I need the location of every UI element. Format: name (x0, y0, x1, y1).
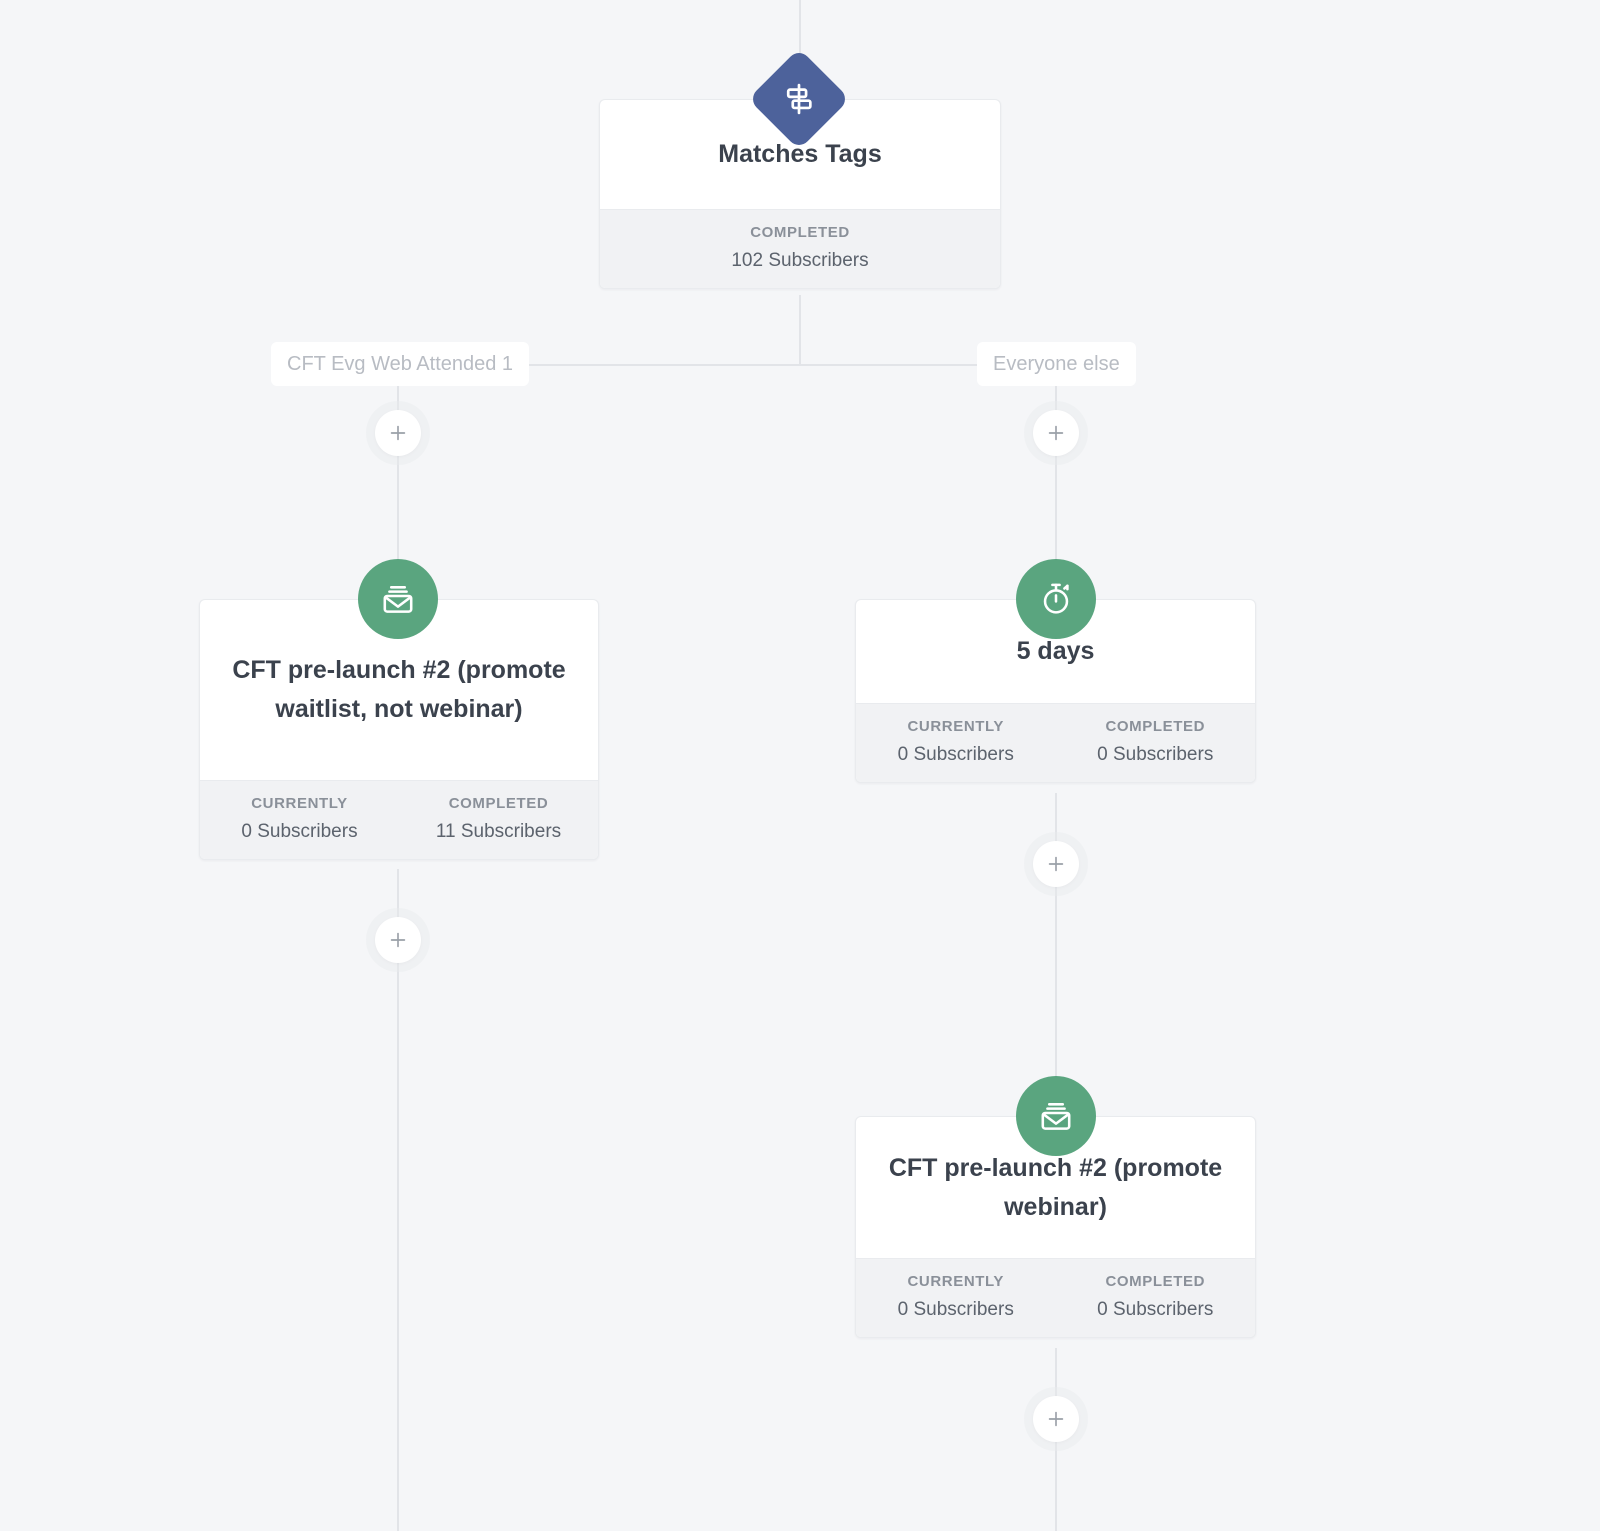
stat-completed: COMPLETED 0 Subscribers (1056, 1273, 1256, 1321)
stat-value: 0 Subscribers (241, 821, 358, 842)
add-step-right-bottom-button[interactable] (1033, 1396, 1079, 1442)
stat-completed: COMPLETED 102 Subscribers (600, 224, 1000, 272)
stat-label: CURRENTLY (907, 1273, 1005, 1290)
node-cft-prelaunch-2-waitlist[interactable]: CFT pre-launch #2 (promote waitlist, not… (199, 599, 599, 860)
node-title: CFT pre-launch #2 (promote webinar) (888, 1153, 1223, 1221)
branch-label-left[interactable]: CFT Evg Web Attended 1 (271, 342, 530, 386)
stat-label: COMPLETED (1105, 718, 1206, 735)
stat-value: 0 Subscribers (897, 1299, 1014, 1320)
connector-branch-split (397, 364, 1056, 366)
add-step-right-top-button[interactable] (1033, 410, 1079, 456)
email-outbox-icon (358, 559, 438, 639)
add-step-left-bottom-button[interactable] (375, 917, 421, 963)
stat-completed: COMPLETED 11 Subscribers (399, 795, 598, 843)
connector-left-tail (397, 869, 399, 1531)
stat-label: COMPLETED (448, 795, 549, 812)
node-delay-5-days[interactable]: 5 days CURRENTLY 0 Subscribers COMPLETED… (855, 599, 1256, 783)
stat-value: 0 Subscribers (1097, 744, 1214, 765)
add-step-right-middle-button[interactable] (1033, 841, 1079, 887)
stat-label: CURRENTLY (251, 795, 348, 812)
connector-right-branch (1055, 364, 1057, 604)
connector-right-delay-to-email (1055, 793, 1057, 1123)
stopwatch-icon (1016, 559, 1096, 639)
node-stats: COMPLETED 102 Subscribers (600, 209, 1000, 288)
connector-matchestags-to-split (799, 295, 801, 365)
stat-value: 102 Subscribers (731, 250, 869, 271)
stat-completed: COMPLETED 0 Subscribers (1056, 718, 1256, 766)
stat-label: CURRENTLY (907, 718, 1005, 735)
stat-value: 11 Subscribers (435, 821, 562, 842)
stat-currently: CURRENTLY 0 Subscribers (200, 795, 399, 843)
email-outbox-icon (1016, 1076, 1096, 1156)
connector-left-branch (397, 364, 399, 604)
branch-label-right[interactable]: Everyone else (977, 342, 1136, 386)
node-stats: CURRENTLY 0 Subscribers COMPLETED 0 Subs… (856, 703, 1255, 782)
signpost-icon (748, 48, 850, 150)
stat-currently: CURRENTLY 0 Subscribers (856, 1273, 1056, 1321)
node-title: CFT pre-launch #2 (promote waitlist, not… (232, 656, 566, 723)
stat-value: 0 Subscribers (897, 744, 1014, 765)
node-title: 5 days (1016, 637, 1095, 665)
node-stats: CURRENTLY 0 Subscribers COMPLETED 0 Subs… (856, 1258, 1255, 1337)
node-cft-prelaunch-2-webinar[interactable]: CFT pre-launch #2 (promote webinar) CURR… (855, 1116, 1256, 1338)
branch-label-text: Everyone else (993, 352, 1120, 375)
node-stats: CURRENTLY 0 Subscribers COMPLETED 11 Sub… (200, 780, 598, 859)
connector-incoming (799, 0, 801, 100)
stat-label: COMPLETED (1105, 1273, 1206, 1290)
branch-label-text: CFT Evg Web Attended 1 (287, 352, 514, 375)
stat-value: 0 Subscribers (1097, 1299, 1214, 1320)
stat-currently: CURRENTLY 0 Subscribers (856, 718, 1056, 766)
stat-label: COMPLETED (750, 224, 850, 241)
add-step-left-top-button[interactable] (375, 410, 421, 456)
